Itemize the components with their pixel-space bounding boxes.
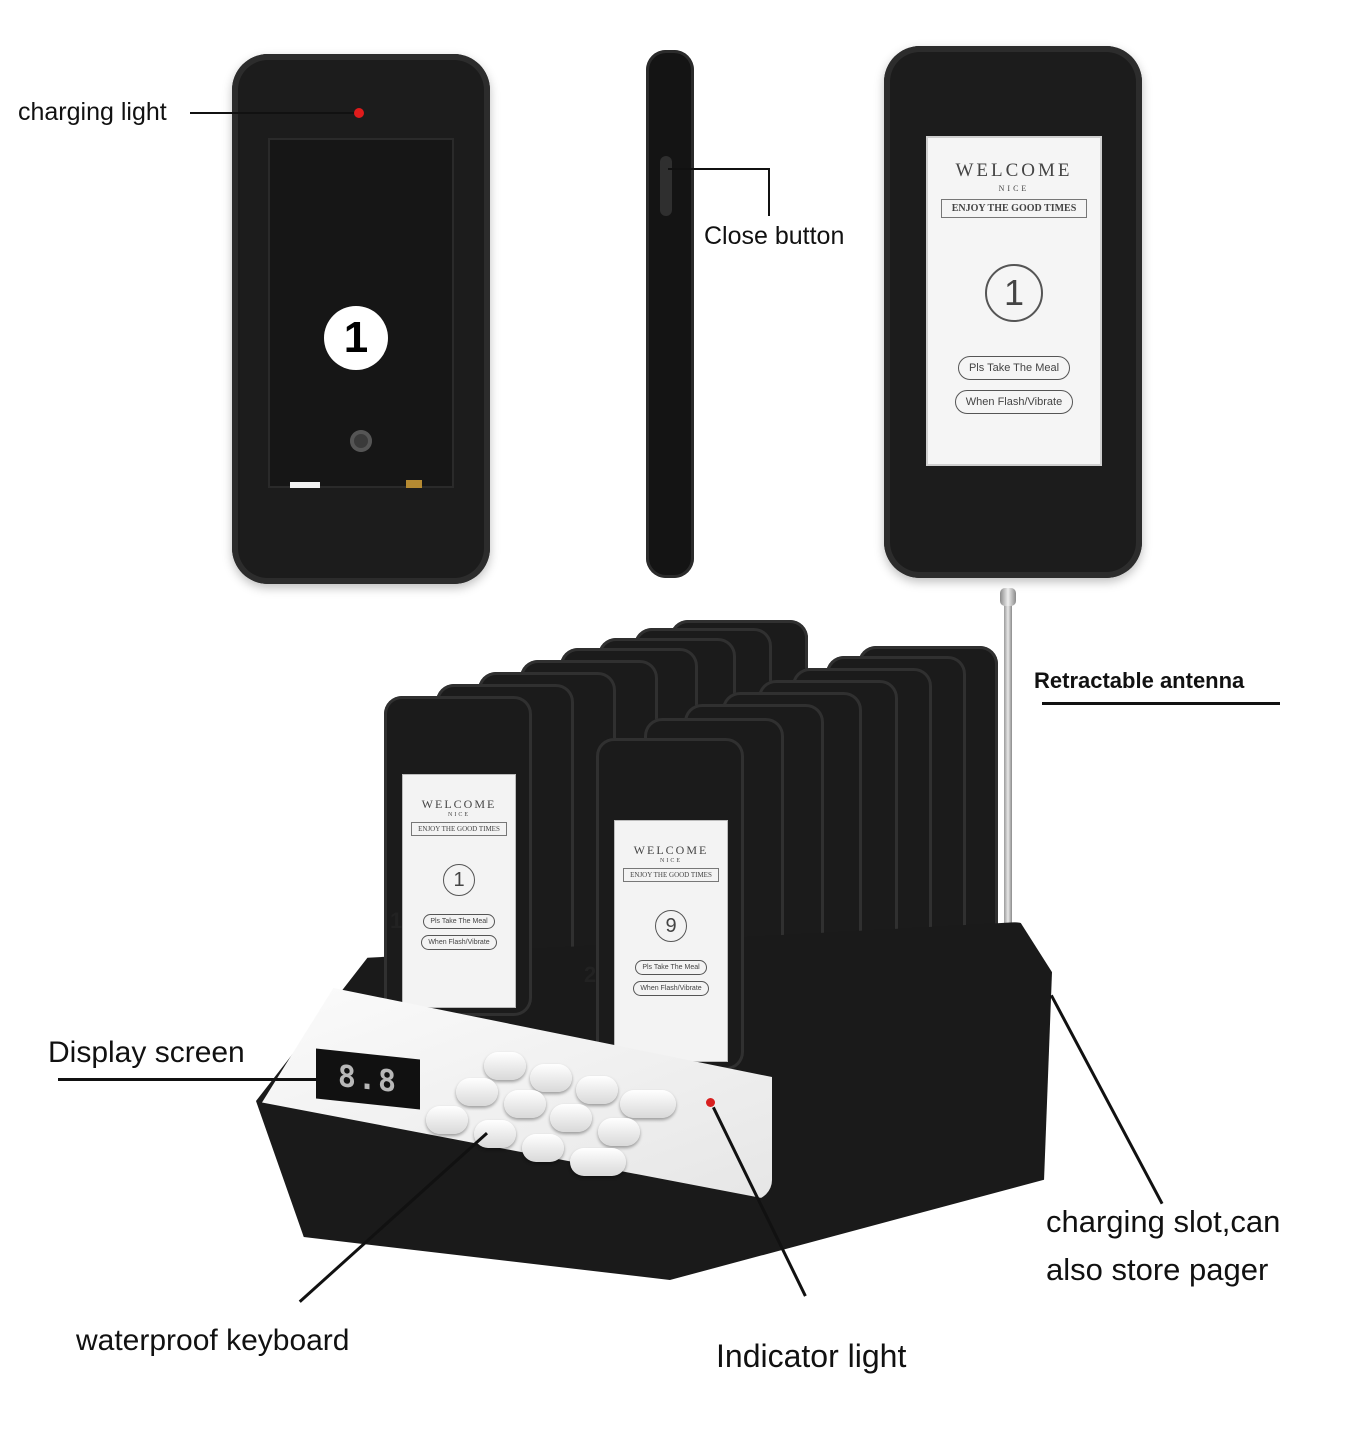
- keypad-key[interactable]: [522, 1134, 564, 1162]
- keypad-key[interactable]: [620, 1090, 676, 1118]
- leader-charging-slot: [1050, 994, 1164, 1205]
- instruction-pill-1: Pls Take The Meal: [957, 356, 1071, 380]
- nice-text: NICE: [448, 812, 470, 818]
- keypad-key[interactable]: [598, 1118, 640, 1146]
- base-pager-right-screen: WELCOME NICE ENJOY THE GOOD TIMES 9 Pls …: [614, 820, 728, 1062]
- keypad-key[interactable]: [576, 1076, 618, 1104]
- pager-back-view: 1: [232, 54, 490, 584]
- leader-display-screen: [58, 1078, 322, 1081]
- base-pager-left-screen: WELCOME NICE ENJOY THE GOOD TIMES 1 Pls …: [402, 774, 516, 1008]
- base-pager-right: WELCOME NICE ENJOY THE GOOD TIMES 9 Pls …: [596, 738, 744, 1070]
- enjoy-ribbon: ENJOY THE GOOD TIMES: [411, 822, 507, 836]
- nice-text: NICE: [660, 858, 682, 864]
- instruction-pill-2: When Flash/Vibrate: [421, 935, 497, 950]
- close-button-switch: [660, 156, 672, 216]
- callout-indicator-light: Indicator light: [716, 1338, 907, 1374]
- keypad-key[interactable]: [426, 1106, 468, 1134]
- keypad-key[interactable]: [484, 1052, 526, 1080]
- callout-display-screen: Display screen: [48, 1036, 245, 1069]
- pager-front-screen: WELCOME NICE ENJOY THE GOOD TIMES 1 Pls …: [926, 136, 1102, 466]
- instruction-pill-1: Pls Take The Meal: [423, 914, 495, 929]
- callout-charging-slot-line1: charging slot,can: [1046, 1204, 1281, 1239]
- leader-antenna: [1042, 702, 1280, 705]
- instruction-pill-2: When Flash/Vibrate: [954, 390, 1074, 414]
- pager-front-view: WELCOME NICE ENJOY THE GOOD TIMES 1 Pls …: [884, 46, 1142, 578]
- pager-number-badge: 1: [324, 306, 388, 370]
- leader-charging-light: [190, 112, 354, 114]
- welcome-text: WELCOME: [421, 797, 497, 811]
- contact-right: [406, 480, 422, 488]
- callout-close-button: Close button: [704, 222, 845, 250]
- leader-close-button-h: [668, 168, 770, 170]
- charging-light-led: [354, 108, 364, 118]
- keypad-key[interactable]: [570, 1148, 626, 1176]
- retractable-antenna: [1004, 600, 1012, 930]
- enjoy-ribbon: ENJOY THE GOOD TIMES: [623, 868, 719, 882]
- pager-number: 1: [985, 264, 1043, 322]
- keypad-key[interactable]: [504, 1090, 546, 1118]
- base-pager-left: WELCOME NICE ENJOY THE GOOD TIMES 1 Pls …: [384, 696, 532, 1016]
- welcome-text: WELCOME: [633, 843, 709, 857]
- slot-number-label: 1: [390, 908, 403, 933]
- keypad-key[interactable]: [474, 1120, 516, 1148]
- slot-number-label: 2: [584, 962, 597, 987]
- instruction-pill-2: When Flash/Vibrate: [633, 981, 709, 996]
- contact-left: [290, 482, 320, 488]
- pager-number: 9: [655, 910, 687, 942]
- callout-waterproof-keyboard: waterproof keyboard: [76, 1324, 350, 1357]
- antenna-tip: [1000, 588, 1016, 606]
- instruction-pill-1: Pls Take The Meal: [635, 960, 707, 975]
- welcome-text: WELCOME: [955, 160, 1073, 181]
- indicator-light-led: [706, 1098, 715, 1107]
- nice-text: NICE: [998, 184, 1030, 193]
- enjoy-ribbon: ENJOY THE GOOD TIMES: [940, 199, 1088, 218]
- keypad-key[interactable]: [530, 1064, 572, 1092]
- keypad-key[interactable]: [550, 1104, 592, 1132]
- keypad-key[interactable]: [456, 1078, 498, 1106]
- callout-charging-light: charging light: [18, 98, 167, 126]
- callout-retractable-antenna: Retractable antenna: [1034, 668, 1245, 693]
- vibration-motor: [350, 430, 372, 452]
- leader-close-button-v: [768, 168, 770, 216]
- pager-side-view: [646, 50, 694, 578]
- callout-charging-slot-line2: also store pager: [1046, 1252, 1269, 1287]
- pager-number: 1: [443, 864, 475, 896]
